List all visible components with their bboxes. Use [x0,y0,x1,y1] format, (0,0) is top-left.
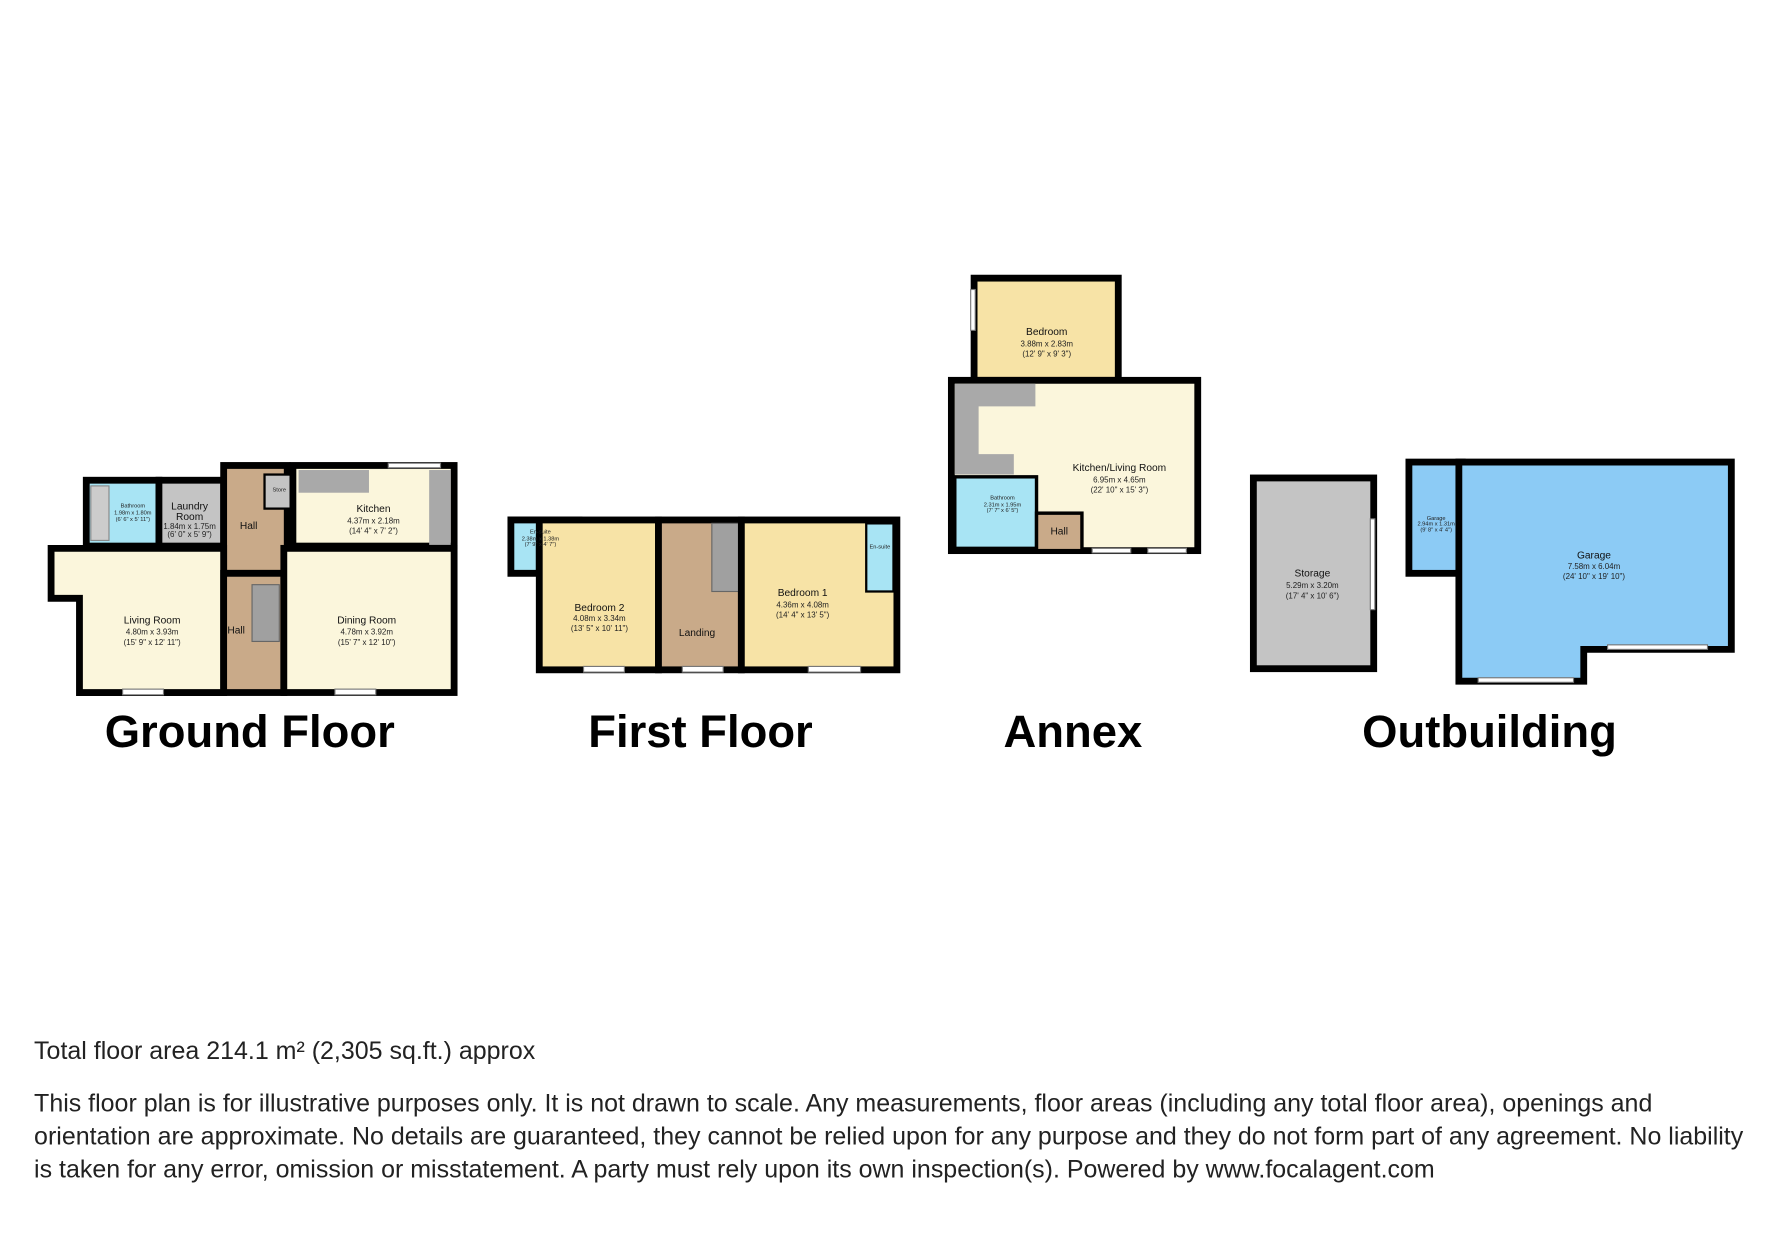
room-label: Kitchen/Living Room [1073,463,1167,474]
room-label: Bedroom 2 [574,603,624,614]
window [582,665,625,673]
room-dimensions-imperial: (14' 4" x 7' 2") [349,527,398,536]
stairs [711,522,740,593]
window [807,665,862,673]
room-label: Room [176,512,203,523]
first-floor-plan: En-suite 2.38m x 1.38m (7' 9" x 4' 7") B… [507,516,901,757]
room-label: En-suite [869,544,890,550]
room-label: Hall [227,625,245,636]
room-label: Storage [1295,569,1331,580]
room-label: Landing [679,628,716,639]
room-label: Bedroom [1026,327,1067,338]
room-dimensions: 2.94m x 1.31m [1417,522,1455,528]
room-dimensions-imperial: (13' 5" x 10' 11") [571,624,628,633]
window [681,665,724,673]
room-label: Kitchen [356,504,390,515]
room-dimensions: 4.08m x 3.34m [573,614,626,623]
room-dimensions-imperial: (22' 10" x 15' 3") [1091,486,1149,495]
room-label: Garage [1577,551,1611,562]
room-label: Bedroom 1 [778,588,828,599]
room-label: Garage [1427,516,1446,522]
disclaimer: This floor plan is for illustrative purp… [34,1088,1744,1183]
room-dimensions-imperial: (14' 4" x 13' 5") [776,611,830,620]
room-label: Hall [1050,527,1068,538]
window [1369,518,1376,611]
room-dimensions-imperial: (6' 0" x 5' 9") [167,530,212,539]
window [1147,547,1187,554]
room-dimensions: 1.84m x 1.75m [163,522,216,531]
room-dimensions-imperial: (15' 7" x 12' 10") [338,638,396,647]
room-dimensions: 4.80m x 3.93m [126,628,179,637]
room-label: Bathroom [990,496,1015,502]
room-dimensions: 2.38m x 1.38m [522,536,560,542]
stairs [251,584,280,643]
ground-floor-plan: Bathroom 1.98m x 1.80m (6' 6" x 5' 11") … [47,462,458,757]
room-label: Store [273,488,287,494]
room-dimensions: 1.98m x 1.80m [114,510,152,516]
room-dimensions: 2.31m x 1.95m [984,502,1022,508]
room-label: Living Room [124,615,181,626]
living-room [47,544,228,696]
kitchen-counter-side [429,470,451,545]
bedroom-2-room [535,516,662,674]
window [1477,677,1575,683]
window [334,688,377,696]
dining-room [280,544,458,696]
window [1091,547,1132,554]
window [387,462,442,469]
floor-title: Ground Floor [105,706,395,757]
floor-title: First Floor [588,706,813,757]
room-label: Dining Room [337,615,396,626]
room-dimensions-imperial: (9' 8" x 4' 4") [1420,527,1452,533]
room-dimensions-imperial: (7' 9" x 4' 7") [525,542,557,548]
room-dimensions: 6.95m x 4.65m [1093,476,1146,485]
room-dimensions: 3.88m x 2.83m [1020,339,1073,348]
kitchen-counter [298,470,369,493]
window [970,288,976,331]
total-floor-area: Total floor area 214.1 m² (2,305 sq.ft.)… [34,1036,536,1065]
room-label: En-suite [530,530,551,536]
room-dimensions: 5.29m x 3.20m [1286,581,1339,590]
annex-bathroom-room [953,475,1039,551]
bath-fixture [90,485,110,541]
ensuite-2-room [865,522,895,593]
room-label: Bathroom [121,503,146,509]
room-dimensions-imperial: (15' 9" x 12' 11") [124,638,181,647]
kitchen-counter [954,383,1036,475]
room-dimensions: 4.36m x 4.08m [776,600,829,609]
room-dimensions-imperial: (12' 9" x 9' 3") [1022,349,1071,358]
window [1607,644,1709,650]
annex-hall-room [1034,511,1084,553]
room-dimensions-imperial: (6' 6" x 5' 11") [116,517,150,523]
room-label: Laundry [171,502,209,513]
floor-title: Annex [1003,706,1142,757]
garage-room [1455,458,1735,685]
room-dimensions-imperial: (7' 7" x 6' 5") [987,508,1019,514]
floor-title: Outbuilding [1362,706,1617,757]
annex-plan: Bedroom 3.88m x 2.83m (12' 9" x 9' 3") K… [947,274,1202,757]
room-dimensions: 7.58m x 6.04m [1568,562,1621,571]
window [122,688,165,696]
room-dimensions-imperial: (17' 4" x 10' 6") [1286,591,1340,600]
outbuilding-plan: Storage 5.29m x 3.20m (17' 4" x 10' 6") … [1249,458,1735,757]
room-dimensions: 4.37m x 2.18m [347,516,400,525]
room-label: Hall [240,521,258,532]
room-dimensions-imperial: (24' 10" x 19' 10") [1563,572,1625,581]
room-dimensions: 4.78m x 3.92m [340,628,393,637]
